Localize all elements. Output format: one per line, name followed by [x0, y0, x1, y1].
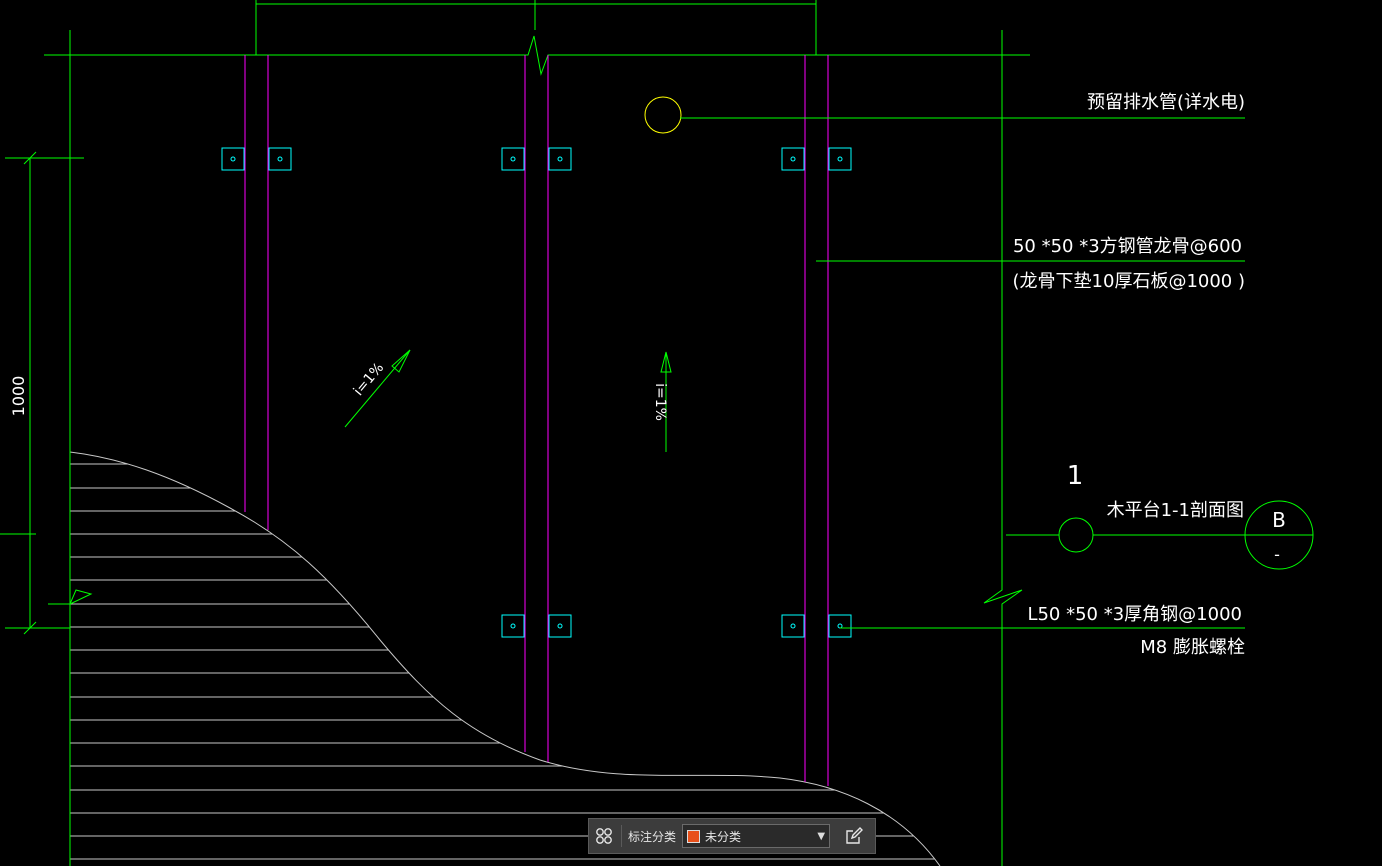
chevron-down-icon: ▼ [817, 830, 826, 842]
keel-lines [244, 55, 829, 786]
section-number: 1 [1067, 461, 1084, 491]
drain-pipe-symbol [644, 96, 1245, 134]
grid-bubble-sub: - [1274, 545, 1280, 564]
slope-arrow-vertical [660, 351, 672, 452]
bolt-label: M8 膨胀螺栓 [1140, 637, 1245, 658]
section-symbol [1006, 500, 1314, 570]
frame-lines [0, 0, 1030, 866]
dimension-label-vertical: 1000 [9, 376, 28, 417]
section-title: 木平台1-1剖面图 [1107, 500, 1244, 521]
category-label: 标注分类 [628, 829, 677, 844]
toolbar-divider [621, 825, 622, 847]
bolt-markers [221, 147, 852, 638]
slope-label-vertical: i=1% [652, 383, 668, 421]
category-select-value: 未分类 [705, 829, 742, 844]
keel-label-line1: 50 *50 *3方钢管龙骨@600 [1013, 236, 1242, 257]
category-select[interactable]: 未分类 ▼ [682, 824, 831, 848]
edit-icon[interactable] [838, 819, 870, 853]
slope-arrow-diagonal [344, 349, 411, 428]
drain-pipe-label: 预留排水管(详水电) [1087, 92, 1245, 113]
angle-steel-label: L50 *50 *3厚角钢@1000 [1027, 604, 1242, 625]
category-color-swatch [687, 829, 701, 843]
grid-bubble-letter: B [1272, 508, 1286, 532]
keel-label-line2: (龙骨下垫10厚石板@1000 ) [1013, 271, 1245, 292]
annotation-category-toolbar: 标注分类 未分类 ▼ [588, 818, 876, 854]
grid-icon[interactable] [589, 819, 619, 853]
